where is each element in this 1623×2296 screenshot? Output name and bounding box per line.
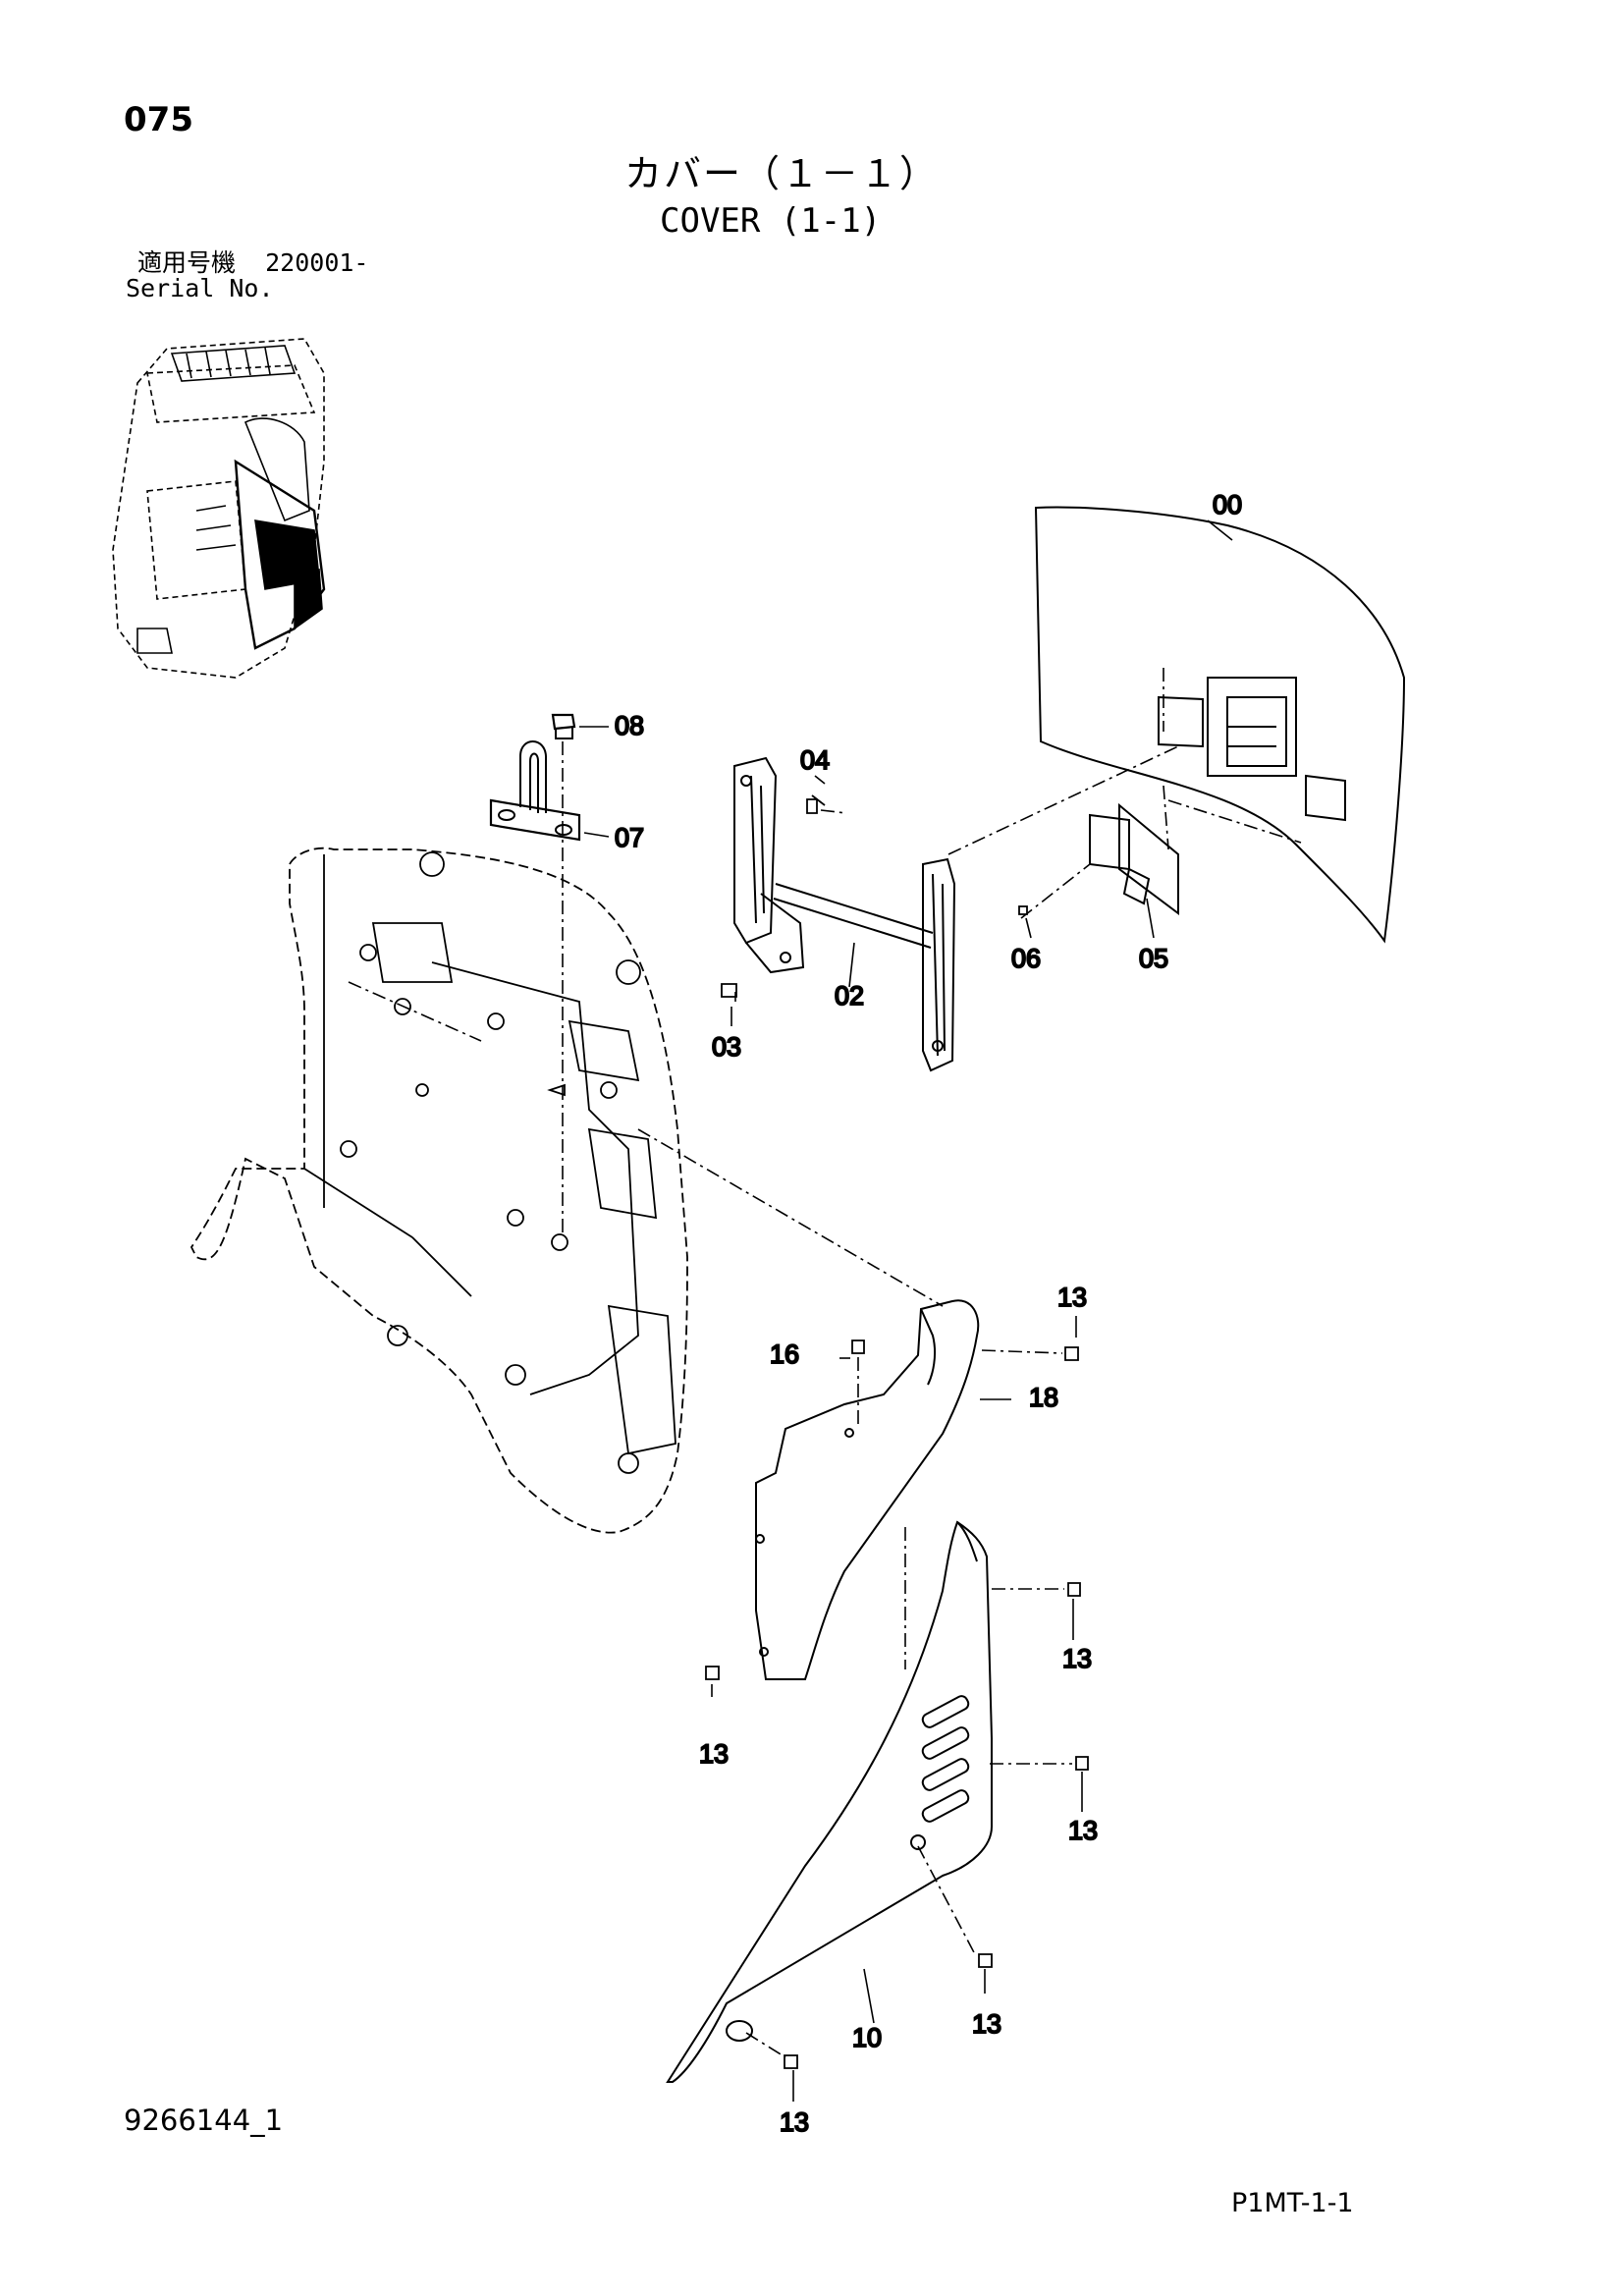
callout-10: 10: [852, 2023, 882, 2052]
callout-13-top: 13: [1057, 1283, 1087, 1312]
callout-04: 04: [800, 745, 830, 775]
bolts: [705, 794, 1089, 2069]
assembly-lines: [348, 668, 1302, 2058]
callout-06: 06: [1011, 944, 1041, 973]
bracket-assembly-02: [733, 756, 956, 1072]
callout-03: 03: [712, 1032, 741, 1062]
callout-13-upper-right: 13: [1062, 1644, 1092, 1673]
callout-07: 07: [615, 823, 644, 852]
page-code: P1MT-1-1: [1231, 2188, 1354, 2218]
callout-02: 02: [835, 981, 864, 1011]
callout-13-lower-right: 13: [972, 2009, 1001, 2039]
side-cover-18: [755, 1299, 980, 1680]
page-title-jp: カバー（１－１）: [624, 152, 940, 195]
callout-18: 18: [1029, 1383, 1058, 1412]
serial-range: 220001-: [265, 248, 369, 277]
serial-label-en: Serial No.: [126, 274, 274, 302]
serial-applicability: 適用号機 220001-: [137, 250, 368, 275]
leader-lines: [579, 519, 1233, 2102]
u-bolt-07: [489, 740, 581, 842]
serial-label-jp: 適用号機: [137, 248, 237, 277]
page-number: 075: [124, 100, 193, 139]
callout-13-bottom: 13: [780, 2107, 809, 2137]
callout-13-left: 13: [699, 1739, 729, 1769]
callout-05: 05: [1139, 944, 1168, 973]
hinge-part-05: [1089, 802, 1179, 915]
cover-panel-00: [1034, 506, 1406, 944]
document-id: 9266144_1: [124, 2104, 284, 2137]
machine-overview-thumbnail: [112, 338, 326, 679]
callout-13-right: 13: [1068, 1816, 1098, 1845]
callout-08: 08: [615, 711, 644, 740]
side-cover-10: [666, 1520, 993, 2083]
callout-00: 00: [1213, 490, 1242, 519]
machine-frame: [189, 847, 688, 1534]
nut-08: [551, 713, 576, 739]
callout-16: 16: [770, 1339, 799, 1369]
page-title-en: COVER (1-1): [660, 201, 882, 241]
